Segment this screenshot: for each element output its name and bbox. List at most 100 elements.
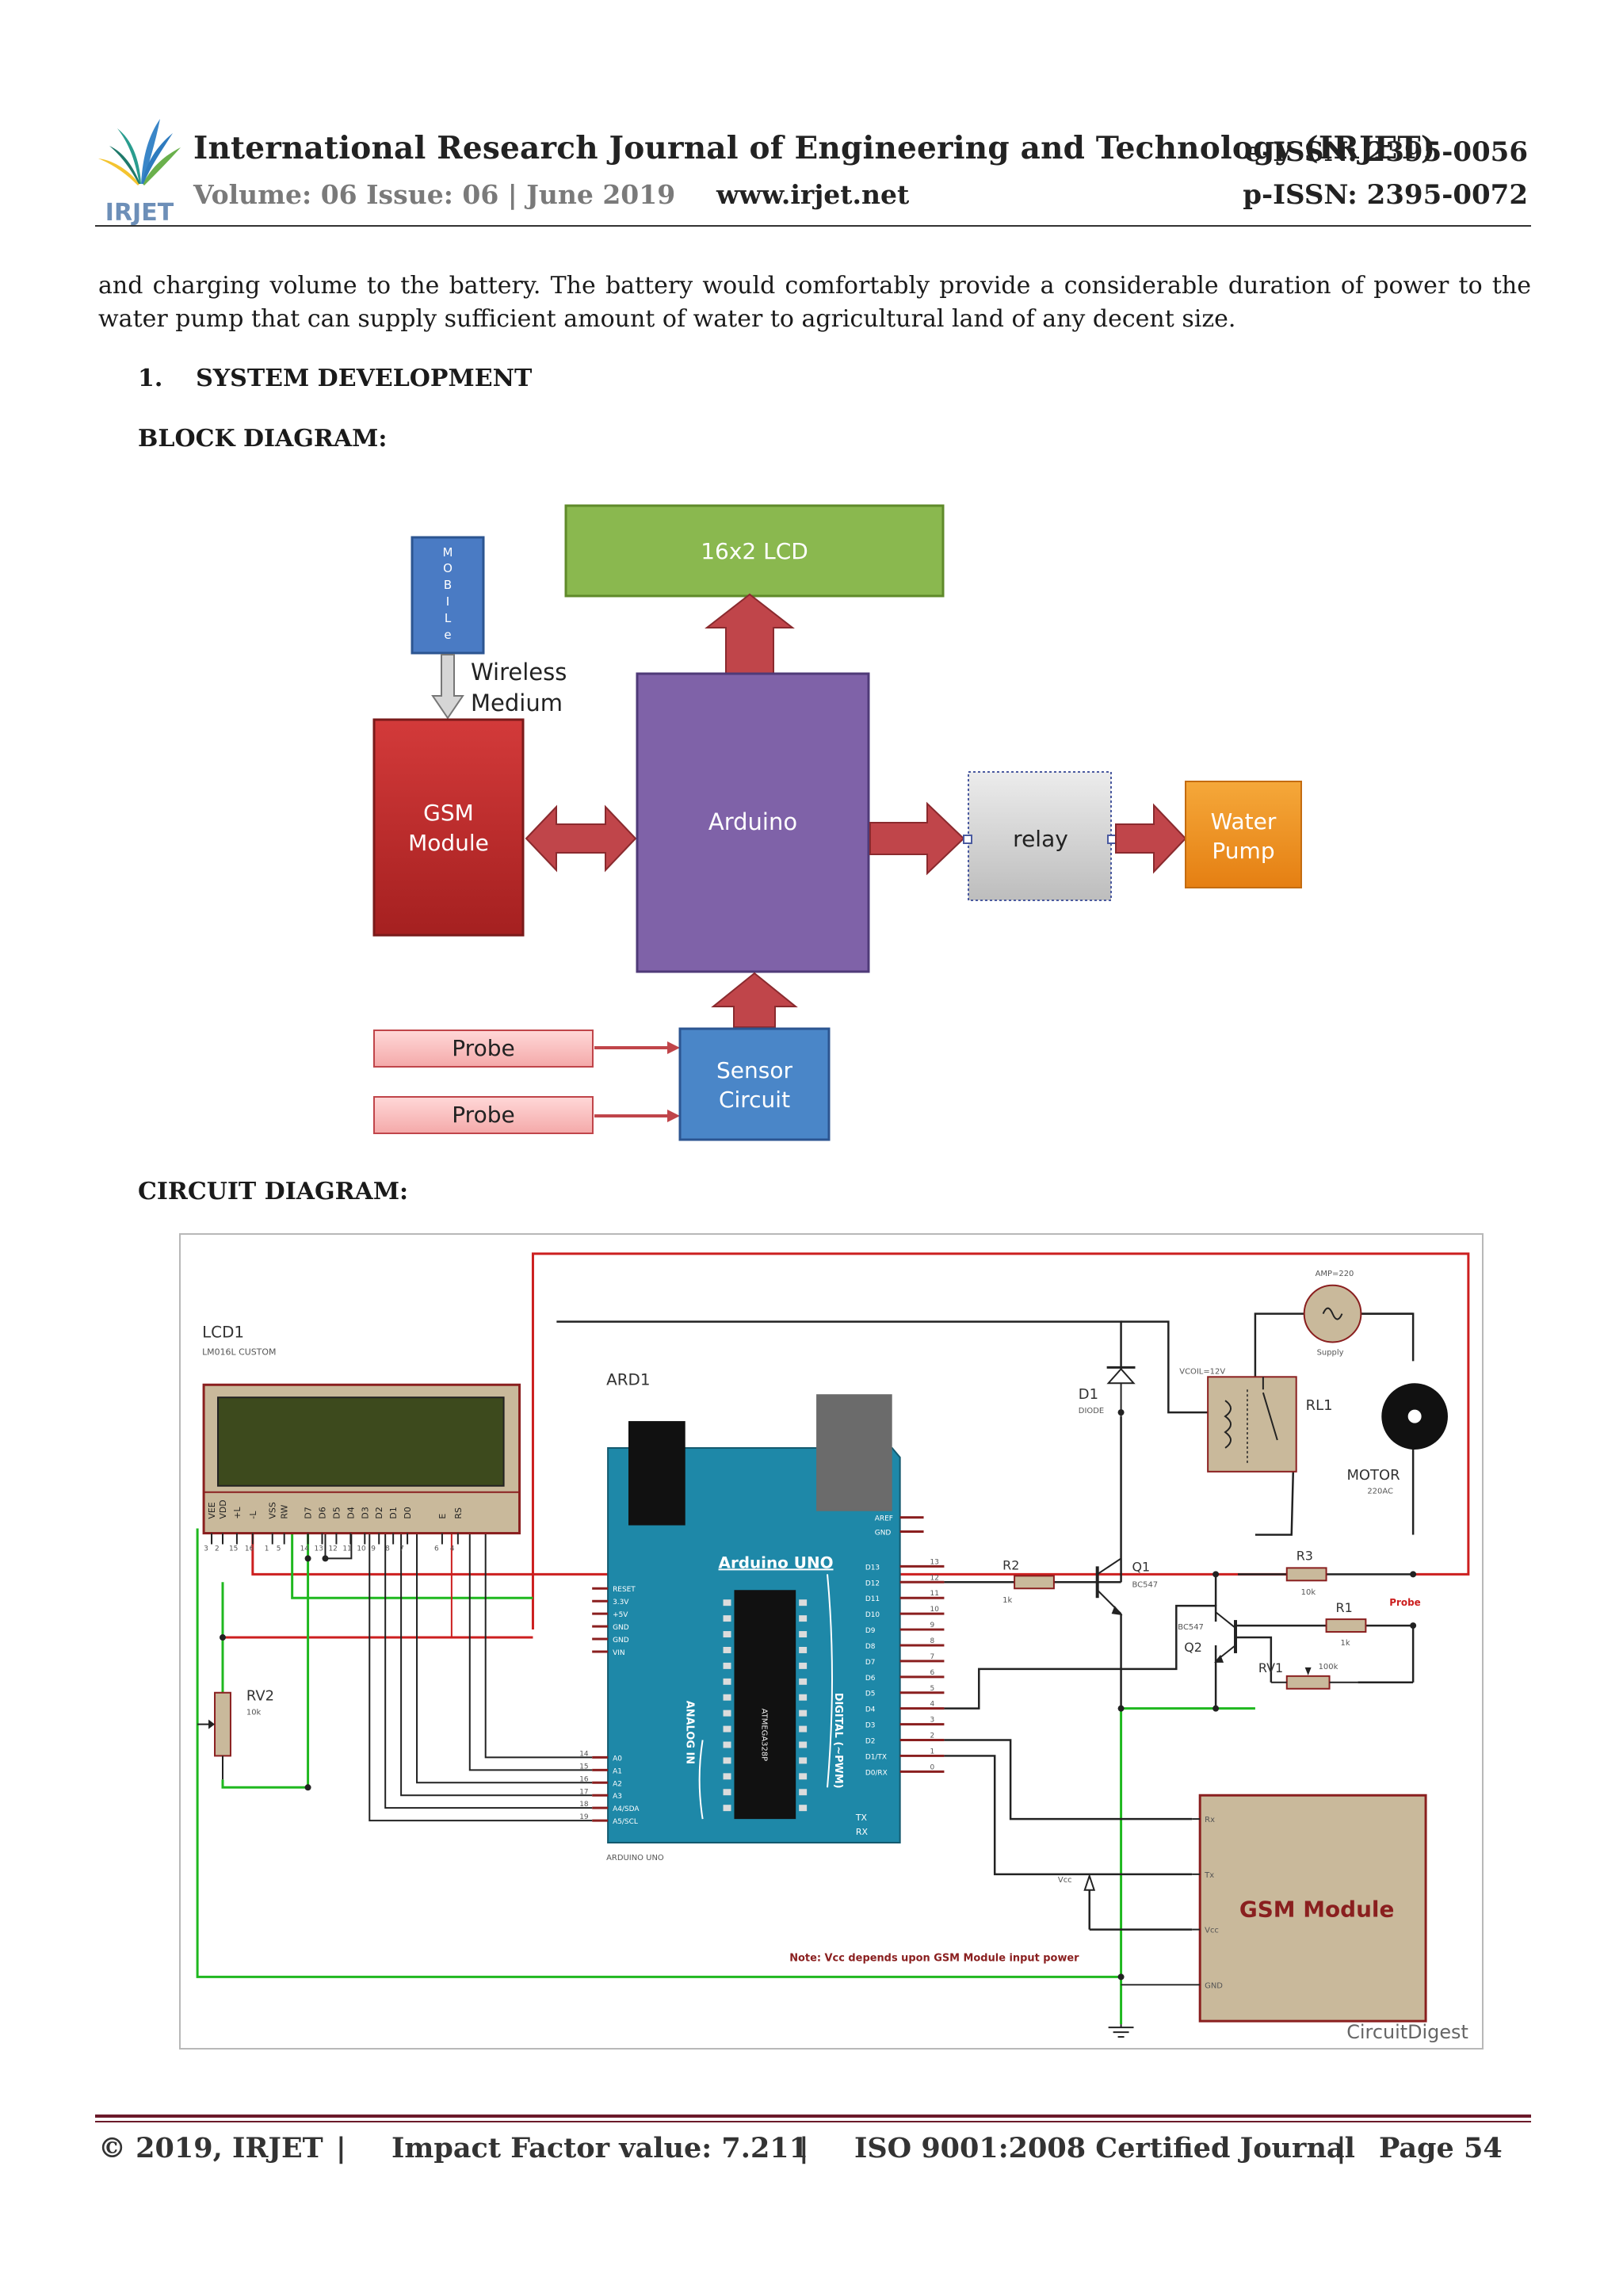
rv1-potentiometer: RV1 100k [1258, 1660, 1358, 1690]
footer-impact-factor: Impact Factor value: 7.211 [391, 2132, 809, 2164]
ard-pin-label: 3.3V [613, 1599, 629, 1606]
ard-pin-label: D2 [865, 1737, 876, 1745]
lcd-pin-number: 16 [245, 1545, 254, 1553]
ard-pin-label: GND [875, 1530, 892, 1538]
ard-pin-label: A3 [613, 1793, 622, 1801]
gsm-label-line1: GSM [423, 800, 474, 826]
lcd-pin-number: 15 [229, 1545, 238, 1553]
ard-pin-label: D9 [865, 1627, 876, 1635]
lcd-pin-label: D0 [403, 1507, 413, 1519]
lcd-pin-number: 4 [450, 1545, 455, 1553]
ard-pin-number: 2 [930, 1733, 935, 1740]
circuit-diagram-label: CIRCUIT DIAGRAM: [138, 1178, 409, 1205]
probe1-label: Probe [452, 1035, 514, 1061]
vcc-note: Note: Vcc depends upon GSM Module input … [789, 1952, 1079, 1964]
ard-pin-label: D13 [865, 1564, 880, 1572]
arduino-block: Arduino [636, 672, 870, 973]
mobile-letter: M [443, 545, 453, 560]
pump-label-line1: Water [1211, 808, 1277, 835]
e-issn: e-ISSN: 2395-0056 [1244, 136, 1528, 168]
gsm-block: GSM Module [372, 718, 525, 937]
arduino-uno-board: ATMEGA328P Arduino UNO ANALOG IN DIGITAL… [607, 1394, 901, 1844]
arduino-label: Arduino [708, 808, 797, 835]
header-rule [95, 225, 1531, 227]
lcd-pin-label: VDD [218, 1499, 228, 1519]
logo-text: IRJET [105, 199, 174, 227]
p-issn: p-ISSN: 2395-0072 [1243, 179, 1528, 211]
lcd-pin-label: D3 [360, 1507, 370, 1519]
probe-block: Probe [373, 1030, 594, 1068]
website-link[interactable]: www.irjet.net [716, 179, 910, 210]
mobile-letter: e [444, 628, 451, 642]
ard-pin-label: A2 [613, 1780, 622, 1788]
lcd-block: 16x2 LCD [564, 504, 945, 598]
lcd-pin-number: 8 [385, 1545, 390, 1553]
ard-pin-label: GND [613, 1637, 629, 1645]
lcd-ref: LCD1 [202, 1323, 244, 1341]
relay-label: relay [1013, 826, 1068, 852]
footer-separator: | [1336, 2132, 1346, 2164]
r2-value: 1k [1002, 1596, 1012, 1605]
ard-pin-number: 18 [579, 1801, 589, 1809]
r2-label: R2 [1002, 1557, 1019, 1572]
q1-label: Q1 [1132, 1559, 1151, 1574]
lcd-pin-label: D7 [304, 1507, 314, 1519]
gsm-label-line2: Module [408, 830, 489, 856]
ard-pin-number: 9 [930, 1622, 935, 1629]
ard-pin-label: D12 [865, 1580, 880, 1587]
resistor-r1: R1 1k [1325, 1600, 1367, 1648]
ard-pin-label: D0/RX [865, 1769, 888, 1777]
lcd-pin-label: D6 [317, 1507, 327, 1519]
ard-pin-number: 0 [930, 1763, 935, 1771]
ard-pin-number: 8 [930, 1637, 935, 1645]
d1-label: D1 [1079, 1386, 1098, 1403]
block-diagram-label: BLOCK DIAGRAM: [138, 425, 388, 453]
relay-block: relay [963, 771, 1117, 901]
r1-value: 1k [1340, 1639, 1350, 1648]
lcd-pin-label: VSS [268, 1502, 278, 1519]
ard-pin-number: 17 [579, 1788, 588, 1796]
gsm-arduino-double-arrow [525, 804, 637, 873]
lcd-pin-label: E [437, 1514, 448, 1519]
ard-pin-number: 12 [930, 1574, 939, 1582]
motor-value: 220AC [1367, 1488, 1393, 1496]
ard-pin-number: 7 [930, 1653, 935, 1661]
gsm-module-label: GSM Module [1239, 1897, 1395, 1923]
rv1-label: RV1 [1258, 1660, 1283, 1675]
ground-icon [1108, 2024, 1134, 2038]
footer-separator: | [799, 2132, 809, 2164]
ard-footer: ARDUINO UNO [606, 1854, 664, 1862]
lcd-pin-number: 5 [277, 1545, 281, 1553]
lcd-pin-label: RS [453, 1507, 464, 1519]
ard-pin-number: 4 [930, 1701, 935, 1709]
journal-title: International Research Journal of Engine… [193, 130, 1436, 166]
arrow-to-pump [1115, 803, 1187, 874]
gsm-pin-rx: Rx [1205, 1816, 1215, 1824]
lcd-pin-label: D4 [346, 1507, 356, 1519]
lcd-pin-label: -L [248, 1511, 258, 1519]
wireless-arrow [431, 654, 464, 720]
ard-pin-label: +5V [613, 1611, 628, 1619]
rv1-value: 100k [1319, 1663, 1338, 1671]
lcd-pin-number: 7 [399, 1545, 404, 1553]
logo-leaves-icon [98, 119, 181, 185]
ard-chip-label: ATMEGA328P [759, 1709, 768, 1762]
wireless-label: Wireless [471, 659, 567, 686]
arrow-up-to-lcd [705, 593, 795, 674]
motor: MOTOR 220AC [1346, 1383, 1448, 1496]
mobile-letter: I [446, 594, 449, 609]
lcd-pin-number: 10 [357, 1545, 366, 1553]
probe-arrow [594, 1110, 680, 1122]
mobile-letter: L [445, 611, 452, 625]
mobile-block: M O B I L e [411, 536, 485, 655]
ard-pin-number: 13 [930, 1558, 939, 1566]
section-heading: 1. SYSTEM DEVELOPMENT [138, 365, 533, 392]
lcd-pin-wires [324, 1528, 593, 1822]
ard-pin-number: 11 [930, 1590, 939, 1598]
sensor-label-line1: Sensor [716, 1057, 792, 1083]
arduino-pins: RESET3.3V+5VGNDGNDVINA014A115A216A317A4/… [579, 1515, 945, 1826]
ard-ref: ARD1 [606, 1370, 650, 1389]
block-diagram: M O B I L e Wireless Medium 16x2 LCD GSM… [372, 504, 1302, 1141]
analog-in-label: ANALOG IN [684, 1701, 696, 1764]
vcc-label: Vcc [1058, 1876, 1072, 1885]
